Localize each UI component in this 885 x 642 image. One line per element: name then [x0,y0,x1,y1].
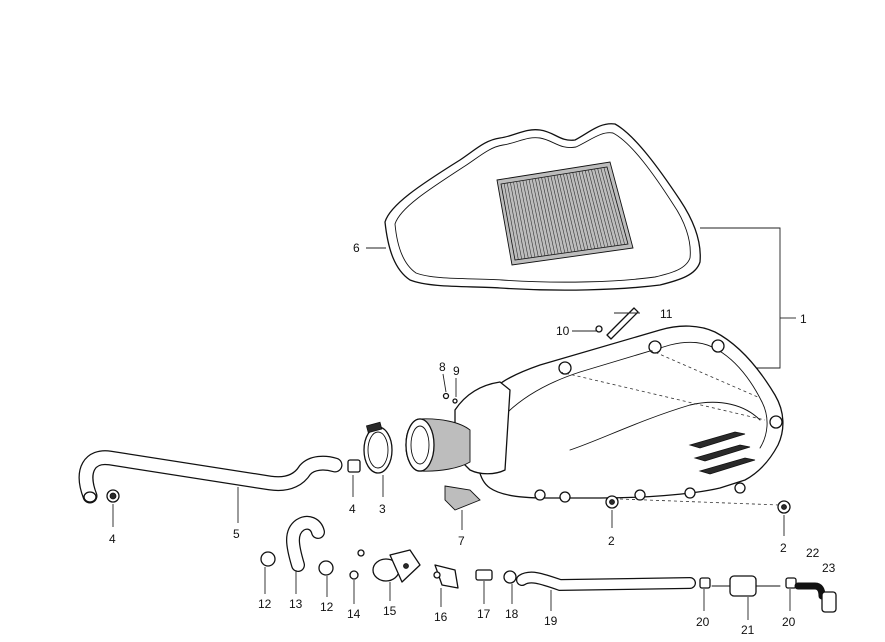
filter-pleat-line [591,169,612,247]
callout-22: 22 [806,546,820,560]
filter-pleat-line [594,168,615,246]
callout-4b: 4 [349,502,356,516]
valve-body-part-15 [372,549,421,583]
pipe-part-22 [794,582,826,600]
callout-labels: 1 2 2 3 4 4 5 6 7 8 9 10 11 12 12 13 14 … [109,241,836,637]
filter-pleat-line [503,183,519,260]
filter-pleat-line [531,178,549,256]
filter-pleat-line [544,176,562,254]
clamp-part-12b [318,560,334,576]
intake-duct-part [405,418,471,472]
filter-pleat-line [516,181,532,258]
hose-part-19 [516,571,696,592]
pleated-filter-pad [496,161,634,266]
bracket-part-16 [433,564,459,589]
callout-21: 21 [741,623,755,637]
callout-12b: 12 [320,600,334,614]
filter-pleat-line [519,180,536,258]
callout-18: 18 [505,607,519,621]
callout-14: 14 [347,607,361,621]
filter-pleat-line [510,182,526,259]
assembly-bracket-1 [700,227,796,369]
filter-pleat-line [584,170,606,248]
callout-19: 19 [544,614,558,628]
filter-pleat-line [603,167,625,245]
callout-8: 8 [439,360,446,374]
screw-part-14 [349,549,365,580]
clip-part-20a [699,577,711,589]
callout-4a: 4 [109,532,116,546]
grommet-part-2b [777,500,791,514]
callout-3: 3 [379,502,386,516]
callout-13: 13 [289,597,303,611]
filter-pleat-line [569,172,589,250]
fuel-filter-part-21 [711,575,781,597]
callout-2b: 2 [780,541,787,555]
filter-pleat-line [575,171,596,249]
filter-pleat-line [566,173,586,251]
cap-part-23 [821,591,837,613]
grommet-part-2a [605,495,619,509]
callout-5: 5 [233,527,240,541]
callout-6: 6 [353,241,360,255]
callout-12a: 12 [258,597,272,611]
hose-clip-part-4b [347,459,361,473]
callout-9: 9 [453,364,460,378]
filter-pleat-line [535,178,552,255]
filter-pleat-line [588,169,609,247]
bolt-part-10 [595,325,603,333]
clamp-part-12a [260,551,276,567]
filter-pleat-line [528,179,546,256]
tube-part-11 [606,307,639,340]
callout-16: 16 [434,610,448,624]
screw-part-8 [442,392,450,400]
filter-pleat-line [522,180,539,257]
seal-strip-part [444,485,481,511]
breather-hose-part [78,450,343,504]
hose-clip-part-4a [106,489,120,503]
filter-element-part [384,123,701,291]
elbow-hose-part-13 [286,515,325,572]
callout-15: 15 [383,604,397,618]
intake-clamp-part [363,421,393,474]
callout-20a: 20 [696,615,710,629]
screw-part-9 [452,398,458,404]
filter-pleat-line [550,175,569,253]
callout-1: 1 [800,312,807,326]
callout-20b: 20 [782,615,796,629]
filter-pleat-line [553,175,572,253]
filter-pleat-line [572,172,592,250]
callout-23: 23 [822,561,836,575]
callout-17: 17 [477,607,491,621]
filter-pleat-line [513,181,529,259]
callout-2a: 2 [608,534,615,548]
filter-pleat-line [581,170,602,248]
filter-pleat-line [563,173,582,251]
filter-pleat-line [600,167,622,246]
filter-pleat-line [547,176,566,254]
pipe-part-17 [475,569,493,581]
filter-pleat-line [597,168,619,246]
filter-pleat-line [559,174,579,252]
air-cleaner-case [454,325,784,503]
clip-part-20b [785,577,797,589]
callout-7: 7 [458,534,465,548]
callout-10: 10 [556,324,570,338]
callout-11: 11 [660,307,673,321]
case-vent-ribs [688,431,756,475]
leader-lines [112,247,791,620]
filter-pleat-line [556,174,576,252]
filter-pleat-line [538,177,556,255]
filter-pleat-line [525,179,542,257]
filter-pleat-line [541,177,559,254]
filter-pleat-line [506,182,522,260]
clip-part-18 [503,570,517,584]
filter-pleat-line [578,171,599,249]
